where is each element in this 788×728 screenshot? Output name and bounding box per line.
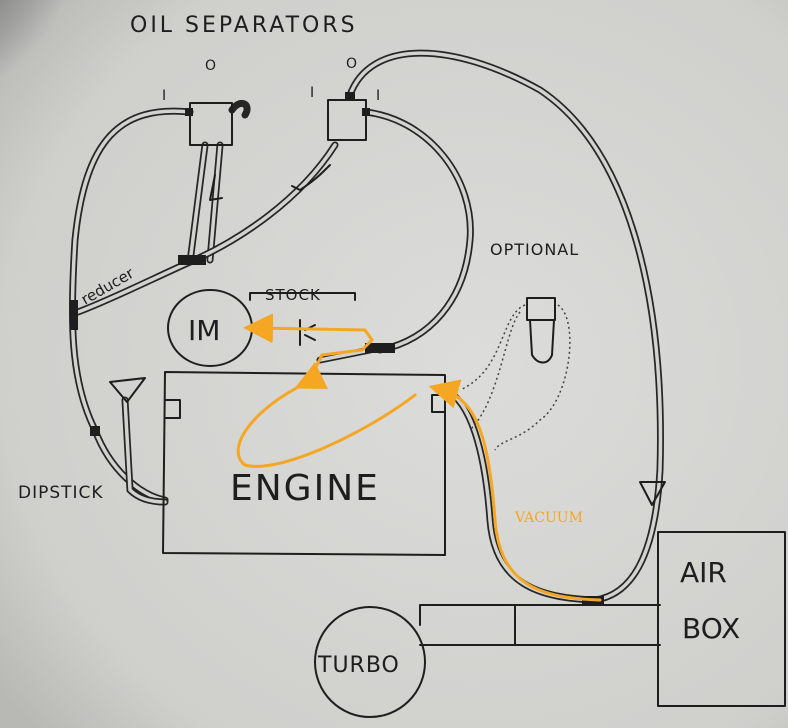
flow-annotations — [236, 313, 602, 602]
sep2-out-label: O — [346, 56, 357, 72]
dipstick-funnel — [109, 377, 146, 403]
optional-canister — [526, 297, 556, 321]
engine-block — [162, 371, 446, 556]
stock-label: STOCK — [265, 286, 321, 304]
oil-separator-1 — [189, 102, 233, 146]
stock-bracket — [249, 292, 356, 301]
turbo-circle — [314, 606, 426, 718]
flow-squiggle-1 — [209, 174, 223, 201]
oil-separator-2 — [327, 99, 367, 141]
engine-label: ENGINE — [230, 468, 380, 509]
reducer-fitting — [70, 300, 78, 330]
hoses — [68, 49, 664, 604]
stock-flow-line — [310, 328, 374, 377]
airbox-funnel — [639, 481, 666, 506]
intake-pipe — [419, 604, 661, 646]
intake-manifold-label: IM — [188, 314, 220, 347]
sep2-in-left-label: I — [310, 85, 314, 101]
crankcase-loop-arrow — [236, 361, 417, 468]
diagram-title: OIL SEPARATORS — [130, 13, 358, 38]
stock-flow-arrow — [243, 313, 367, 344]
optional-dashed-lines — [459, 304, 571, 451]
vacuum-flow-arrow — [428, 379, 602, 602]
dipstick-label: DIPSTICK — [18, 483, 104, 503]
air-label: AIR — [680, 556, 727, 589]
corner-shadow — [0, 0, 90, 110]
sep1-in-label: I — [162, 88, 166, 104]
t-fitting — [178, 255, 206, 265]
turbo-label: TURBO — [317, 653, 400, 678]
sep1-out-label: O — [205, 58, 216, 74]
vacuum-label: VACUUM — [514, 510, 583, 526]
optional-label: OPTIONAL — [490, 240, 579, 259]
sep2-in-right-label: I — [376, 88, 380, 104]
air-box — [657, 531, 786, 707]
box-label: BOX — [682, 612, 740, 645]
flow-squiggle-2 — [291, 164, 331, 191]
